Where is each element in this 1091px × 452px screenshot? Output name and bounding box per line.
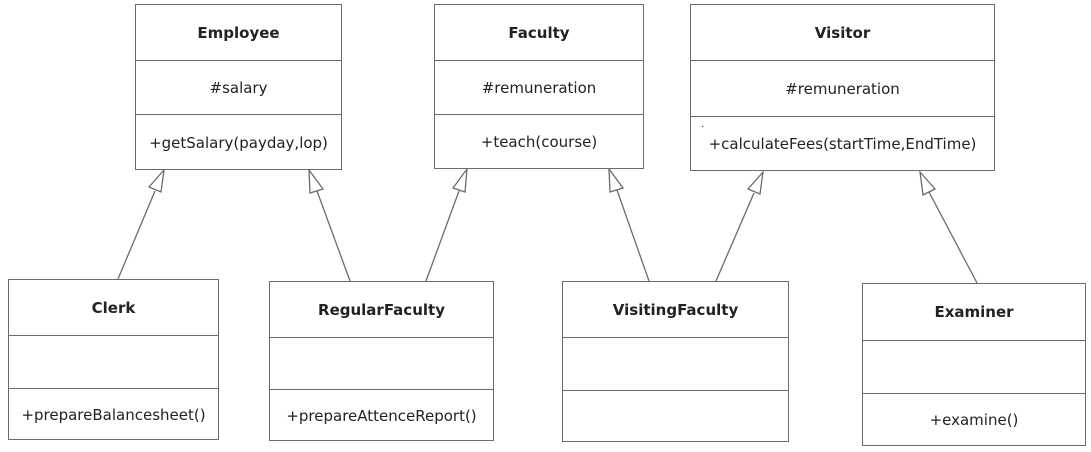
class-name: Visitor [814, 23, 871, 42]
class-clerk: Clerk +prepareBalancesheet() [8, 279, 219, 440]
class-attributes: #salary [136, 60, 341, 115]
class-name: Faculty [508, 23, 570, 42]
arrowhead-faculty-left [451, 166, 468, 193]
class-attributes [270, 337, 493, 390]
link-visitingfaculty-faculty [616, 189, 650, 282]
class-attributes [9, 335, 218, 389]
link-regularfaculty-employee [316, 190, 351, 282]
class-employee: Employee #salary +getSalary(payday,lop) [135, 4, 342, 170]
class-attributes [863, 340, 1085, 394]
class-attributes: #remuneration [435, 60, 643, 115]
class-methods: +prepareAttenceReport() [270, 389, 493, 441]
class-methods: +getSalary(payday,lop) [136, 114, 341, 170]
class-attributes [563, 337, 788, 391]
link-examiner-visitor [928, 191, 978, 284]
class-attributes: #remuneration [691, 60, 994, 117]
class-visiting-faculty: VisitingFaculty [562, 281, 789, 442]
method-text: +calculateFees(startTime,EndTime) [708, 135, 977, 153]
link-visitingfaculty-visitor [715, 192, 755, 282]
class-name: VisitingFaculty [612, 300, 739, 319]
link-regularfaculty-faculty [425, 190, 460, 282]
class-faculty: Faculty #remuneration +teach(course) [434, 4, 644, 169]
arrowhead-employee-right [308, 167, 325, 194]
class-methods [563, 390, 788, 442]
arrowhead-faculty-right [608, 166, 625, 193]
class-name: Clerk [91, 298, 136, 317]
arrowhead-visitor-left [746, 169, 764, 195]
arrowhead-visitor-right [919, 169, 937, 196]
class-name: RegularFaculty [318, 300, 445, 319]
class-examiner: Examiner +examine() [862, 283, 1086, 446]
arrowhead-employee-left [147, 167, 165, 193]
class-name: Employee [197, 23, 280, 42]
class-methods: +examine() [863, 393, 1085, 446]
stray-mark: . [701, 119, 705, 130]
class-methods: +prepareBalancesheet() [9, 388, 218, 440]
class-regular-faculty: RegularFaculty +prepareAttenceReport() [269, 281, 494, 441]
class-name: Examiner [934, 303, 1014, 321]
class-methods: +teach(course) [435, 114, 643, 169]
class-methods: . +calculateFees(startTime,EndTime) [691, 116, 994, 171]
link-clerk-employee [117, 190, 156, 280]
class-visitor: Visitor #remuneration . +calculateFees(s… [690, 4, 995, 171]
